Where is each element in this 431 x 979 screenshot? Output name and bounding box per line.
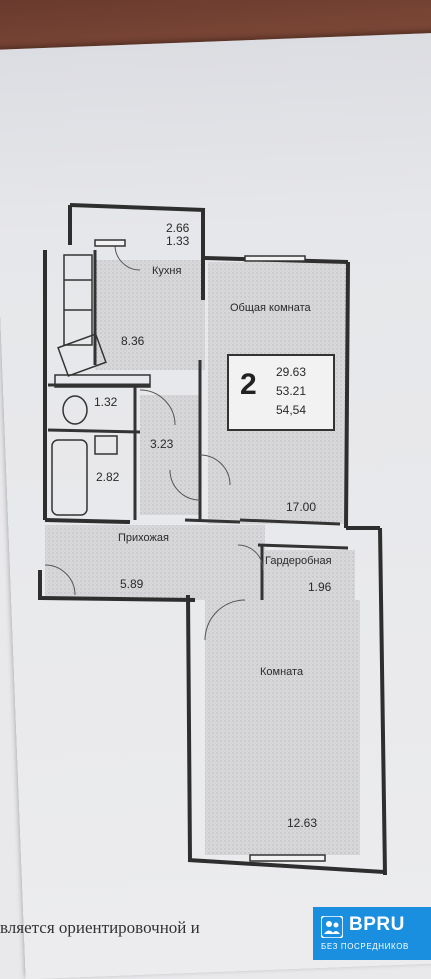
wardrobe-area: 1.96 bbox=[308, 580, 332, 594]
balcony-area-2: 1.33 bbox=[166, 234, 190, 248]
kitchen-area: 8.36 bbox=[121, 334, 145, 348]
hall-fill bbox=[45, 525, 265, 600]
wardrobe-label: Гардеробная bbox=[265, 555, 332, 567]
toilet-area: 1.32 bbox=[94, 395, 118, 409]
hall-label: Прихожая bbox=[118, 532, 169, 544]
bedroom-fill bbox=[205, 600, 360, 855]
living-room-label: Общая комната bbox=[230, 302, 311, 314]
bathroom-area: 2.82 bbox=[96, 470, 120, 484]
corridor-area: 3.23 bbox=[150, 437, 174, 451]
living-area-total: 29.63 bbox=[276, 365, 307, 379]
bedroom-area: 12.63 bbox=[287, 816, 318, 830]
badge-subtitle: БЕЗ ПОСРЕДНИКОВ bbox=[321, 942, 409, 951]
footer-text: вляется ориентировочной и bbox=[0, 918, 200, 937]
bpru-badge[interactable]: BPRU БЕЗ ПОСРЕДНИКОВ bbox=[313, 907, 431, 960]
total-area: 53.21 bbox=[276, 384, 307, 398]
rooms-count: 2 bbox=[240, 368, 257, 401]
kitchen-label: Кухня bbox=[152, 265, 182, 277]
windows bbox=[94, 239, 326, 862]
hall-area: 5.89 bbox=[120, 577, 144, 591]
corridor-fill bbox=[140, 395, 200, 515]
kitchen-fill bbox=[95, 260, 205, 370]
wardrobe-fill bbox=[265, 550, 355, 600]
badge-title: BPRU bbox=[349, 914, 405, 935]
summary-box bbox=[227, 354, 335, 431]
kitchen-furniture bbox=[54, 254, 151, 388]
living-room-area: 17.00 bbox=[286, 500, 317, 514]
people-icon bbox=[321, 916, 343, 938]
bathroom-fixtures bbox=[51, 395, 118, 516]
bedroom-label: Комната bbox=[260, 666, 304, 678]
total-area-with-balcony: 54,54 bbox=[276, 403, 307, 417]
interior-walls bbox=[47, 250, 349, 600]
balcony-area-1: 2.66 bbox=[166, 221, 190, 235]
door-swings bbox=[44, 244, 264, 641]
